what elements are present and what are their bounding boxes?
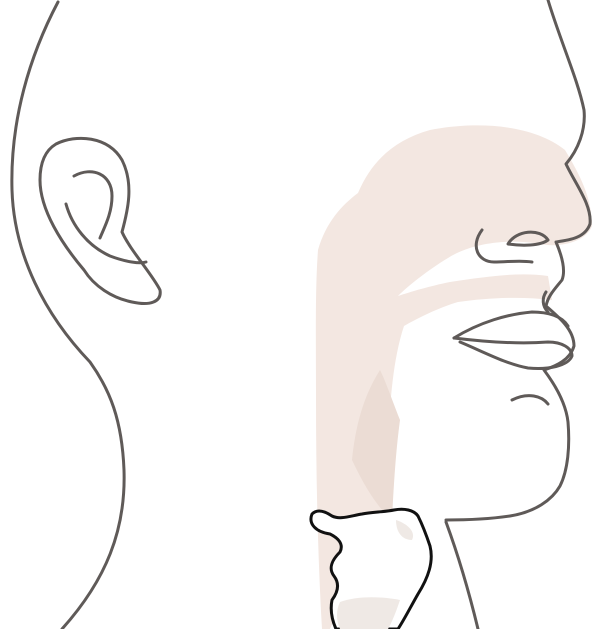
upper-lip	[454, 312, 568, 338]
lips-icon	[454, 312, 572, 404]
ear-icon	[40, 138, 160, 303]
back-of-head-outline	[12, 2, 124, 629]
ear-outer	[40, 138, 160, 303]
front-neck-outline	[446, 522, 478, 629]
head-outline-icon	[12, 0, 590, 629]
chin-crease	[512, 396, 548, 404]
ear-inner-fold	[74, 172, 112, 238]
lower-lip	[454, 338, 572, 369]
